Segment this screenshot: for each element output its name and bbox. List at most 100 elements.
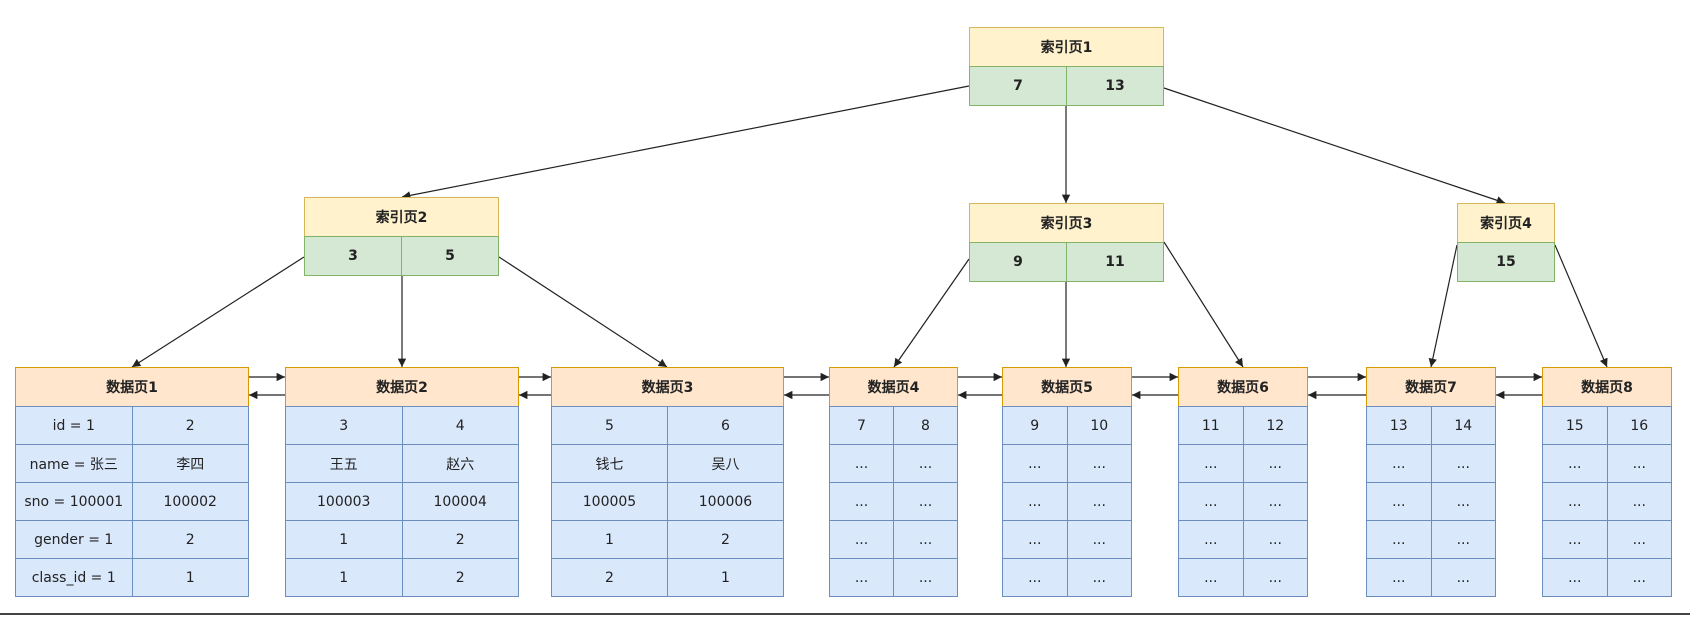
- data-row: ......: [1002, 520, 1132, 559]
- data-row: ......: [1002, 444, 1132, 483]
- data-cell: ...: [1542, 520, 1608, 559]
- data-cell: sno = 100001: [15, 482, 133, 521]
- index-page-title: 索引页2: [304, 197, 499, 237]
- data-page-title: 数据页8: [1542, 367, 1672, 407]
- data-cell: 2: [401, 520, 519, 559]
- data-row: ......: [1542, 558, 1672, 597]
- data-cell: ...: [1242, 558, 1308, 597]
- data-cell: ...: [1430, 482, 1496, 521]
- data-cell: 钱七: [551, 444, 668, 483]
- index-key: 13: [1066, 66, 1164, 106]
- data-cell: ...: [1606, 558, 1672, 597]
- data-cell: ...: [1178, 482, 1244, 521]
- data-row: 王五赵六: [285, 444, 519, 483]
- data-row: ......: [1178, 444, 1308, 483]
- edge-idx2-dp1: [131, 256, 305, 368]
- data-cell: 10: [1066, 406, 1132, 445]
- data-row: ......: [829, 558, 958, 597]
- data-cell: ...: [1002, 558, 1068, 597]
- data-cell: 4: [401, 406, 519, 445]
- data-cell: 吴八: [667, 444, 784, 483]
- data-row: 钱七吴八: [551, 444, 784, 483]
- data-page-title: 数据页1: [15, 367, 249, 407]
- edge-idx2-dp3: [498, 256, 668, 368]
- data-row: ......: [1366, 444, 1496, 483]
- edge-idx4-dp7: [1428, 244, 1458, 368]
- data-cell: 100006: [667, 482, 784, 521]
- data-row: ......: [1178, 482, 1308, 521]
- data-cell: ...: [1542, 444, 1608, 483]
- data-row: ......: [1366, 558, 1496, 597]
- data-cell: 李四: [131, 444, 249, 483]
- data-cell: ...: [829, 444, 894, 483]
- data-row: ......: [1178, 520, 1308, 559]
- index-page-2: 索引页2 3 5: [304, 197, 499, 276]
- data-cell: 100002: [131, 482, 249, 521]
- data-row: ......: [1366, 482, 1496, 521]
- data-row: ......: [1542, 482, 1672, 521]
- edge-idx1-idx4: [1163, 87, 1506, 205]
- data-page-title: 数据页7: [1366, 367, 1496, 407]
- data-cell: 2: [131, 406, 249, 445]
- index-page-1: 索引页1 7 13: [969, 27, 1164, 106]
- data-cell: id = 1: [15, 406, 133, 445]
- edge-idx3-dp6: [1163, 241, 1244, 368]
- data-cell: 1: [551, 520, 668, 559]
- data-row: ......: [829, 482, 958, 521]
- data-cell: 6: [667, 406, 784, 445]
- data-cell: 2: [131, 520, 249, 559]
- data-cell: 1: [285, 558, 403, 597]
- divider-line: [0, 613, 1690, 615]
- data-cell: 16: [1606, 406, 1672, 445]
- data-cell: ...: [1366, 482, 1432, 521]
- data-cell: ...: [1178, 558, 1244, 597]
- index-page-4: 索引页4 15: [1457, 203, 1555, 282]
- index-key: 3: [304, 236, 402, 276]
- data-row: ......: [1002, 558, 1132, 597]
- data-row: ......: [1366, 520, 1496, 559]
- data-cell: ...: [1066, 520, 1132, 559]
- index-page-3: 索引页3 9 11: [969, 203, 1164, 282]
- index-key: 15: [1457, 242, 1555, 282]
- data-cell: 5: [551, 406, 668, 445]
- data-cell: ...: [1242, 520, 1308, 559]
- data-cell: 赵六: [401, 444, 519, 483]
- data-cell: ...: [829, 482, 894, 521]
- data-row: name = 张三李四: [15, 444, 249, 483]
- edge-idx4-dp8: [1554, 244, 1608, 368]
- data-cell: 12: [1242, 406, 1308, 445]
- data-row: ......: [1178, 558, 1308, 597]
- data-cell: 1: [667, 558, 784, 597]
- index-key: 7: [969, 66, 1067, 106]
- data-cell: 9: [1002, 406, 1068, 445]
- data-cell: ...: [893, 520, 958, 559]
- edge-idx3-dp4: [893, 258, 970, 368]
- data-cell: ...: [1178, 444, 1244, 483]
- data-cell: ...: [829, 558, 894, 597]
- data-cell: gender = 1: [15, 520, 133, 559]
- data-cell: 11: [1178, 406, 1244, 445]
- data-cell: 2: [667, 520, 784, 559]
- data-cell: ...: [1606, 444, 1672, 483]
- data-cell: ...: [1242, 482, 1308, 521]
- data-cell: ...: [1430, 444, 1496, 483]
- data-cell: ...: [1430, 520, 1496, 559]
- data-row: ......: [1002, 482, 1132, 521]
- data-cell: ...: [1242, 444, 1308, 483]
